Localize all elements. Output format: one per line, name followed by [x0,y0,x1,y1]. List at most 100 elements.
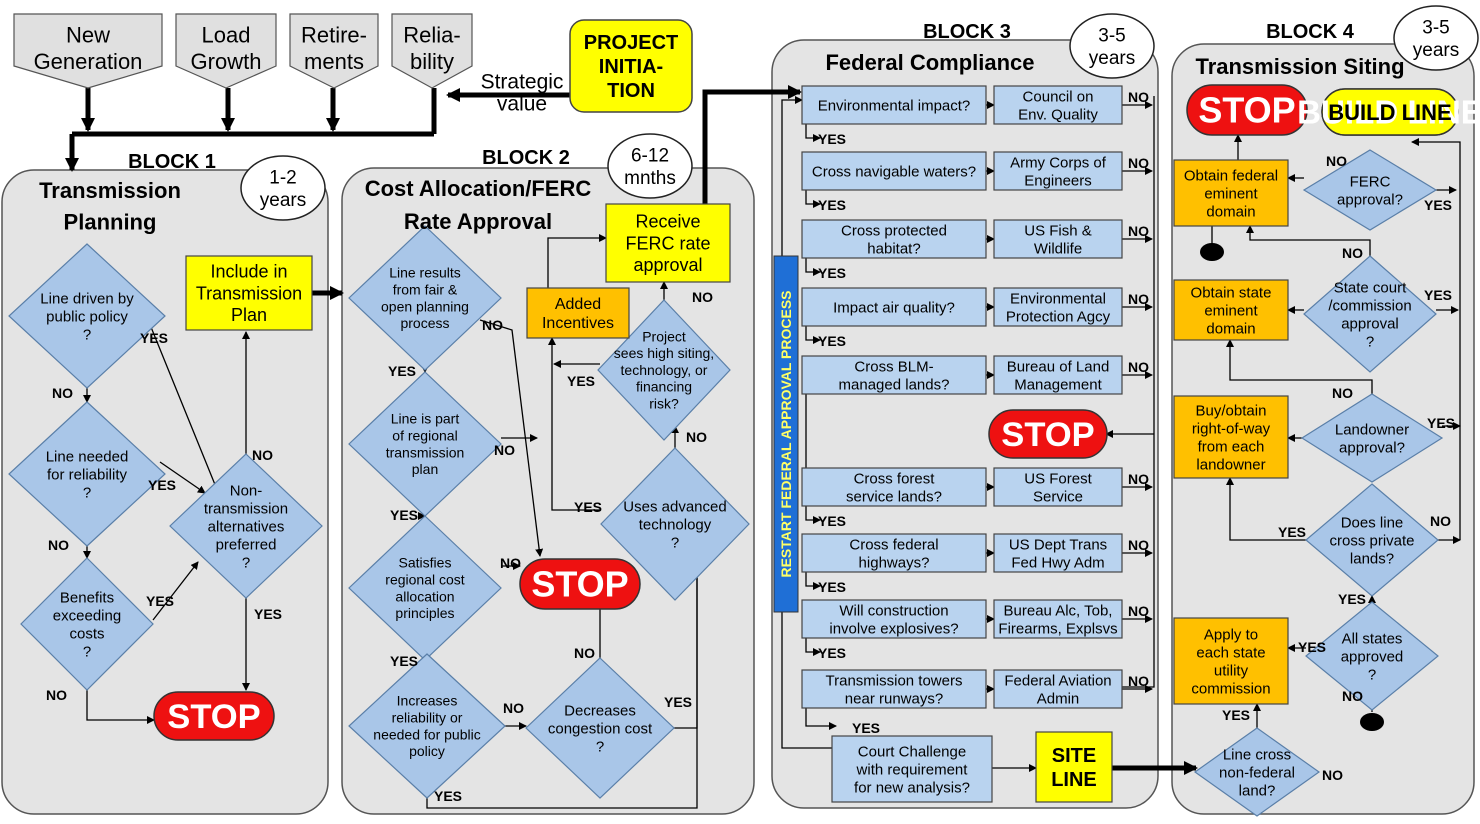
b3-question-7 [801,599,987,639]
yes-label: YES [1338,591,1366,607]
b4-decision-nonfederal [1193,727,1321,817]
yes-label: YES [254,606,282,622]
b2-decision-increase-reliability [348,653,506,799]
b4-decision-private [1305,483,1439,597]
b3-agency-0 [993,85,1123,125]
no-label: NO [1128,471,1149,487]
b3-question-1 [801,151,987,191]
connector-arrow [805,572,821,590]
no-label: NO [48,537,69,553]
b1-decision-nontransmission [169,453,323,599]
no-label: NO [1430,513,1451,529]
b3-agency-8 [993,669,1123,709]
yes-label: YES [1278,524,1306,540]
no-label: NO [1128,223,1149,239]
b3-question-0 [801,85,987,125]
b3-site-line [1035,731,1113,803]
b3-question-5 [801,467,987,507]
no-label: NO [1326,153,1347,169]
no-label: NO [1342,245,1363,261]
b1-stop [153,691,275,741]
block2-duration [607,133,693,199]
yes-label: YES [818,197,846,213]
b1-decision-reliability [8,401,166,547]
b4-stop [1186,84,1308,136]
b3-agency-1 [993,151,1123,191]
b3-agency-3 [993,287,1123,327]
b2-stop [519,558,641,610]
block3-label: BLOCK 3 [923,21,1011,43]
restart-federal-label: RESTART FEDERAL APPROVAL PROCESS [778,290,794,577]
b3-stop-text: STOP [1001,416,1094,454]
yes-label: YES [818,513,846,529]
no-label: NO [1128,673,1149,689]
no-label: NO [482,317,503,333]
yes-label: YES [818,645,846,661]
no-label: NO [574,645,595,661]
connector-arrow [805,708,837,730]
yes-label: YES [434,788,462,804]
input-load-growth [175,13,277,89]
connector-arrow [1411,138,1461,540]
b4-apply-state [1173,617,1289,705]
b3-question-4-text: Cross BLM-managed lands? [839,358,950,393]
connector-arrow [547,234,607,288]
no-label: NO [52,385,73,401]
b3-question-3 [801,287,987,327]
b1-stop-text: STOP [167,698,260,736]
b3-agency-2-text: US Fish &Wildlife [1024,222,1092,257]
connector-arrow [805,124,821,142]
block4-title: Transmission Siting [1195,54,1404,79]
connector-arrow [805,258,821,276]
connector-arrow [139,299,220,493]
b3-question-8 [801,669,987,709]
block2-label: BLOCK 2 [482,147,570,169]
no-label: NO [1128,291,1149,307]
b4-decision-landowner [1300,393,1444,483]
no-label: NO [1322,767,1343,783]
no-label: NO [1342,688,1363,704]
project-initiation-box [569,19,693,113]
b3-agency-4 [993,355,1123,395]
no-label: NO [503,700,524,716]
connector-arrow [1226,339,1373,394]
b1-decision-public-policy [8,243,166,389]
connector-arrow [805,506,821,524]
block3-title: Federal Compliance [825,50,1034,75]
block1-label: BLOCK 1 [128,151,216,173]
b1-include-in-plan [185,255,313,331]
b3-question-6 [801,533,987,573]
b3-agency-2 [993,219,1123,259]
yes-label: YES [390,653,418,669]
b4-decision-state-court [1303,255,1437,373]
terminal-dot [1360,713,1384,731]
b2-added-incentives [526,287,630,339]
yes-label: YES [390,507,418,523]
no-label: NO [1128,603,1149,619]
terminal-dot [1200,243,1224,261]
yes-label: YES [146,593,174,609]
b4-decision-ferc [1302,149,1438,231]
no-label: NO [686,429,707,445]
no-label: NO [252,447,273,463]
